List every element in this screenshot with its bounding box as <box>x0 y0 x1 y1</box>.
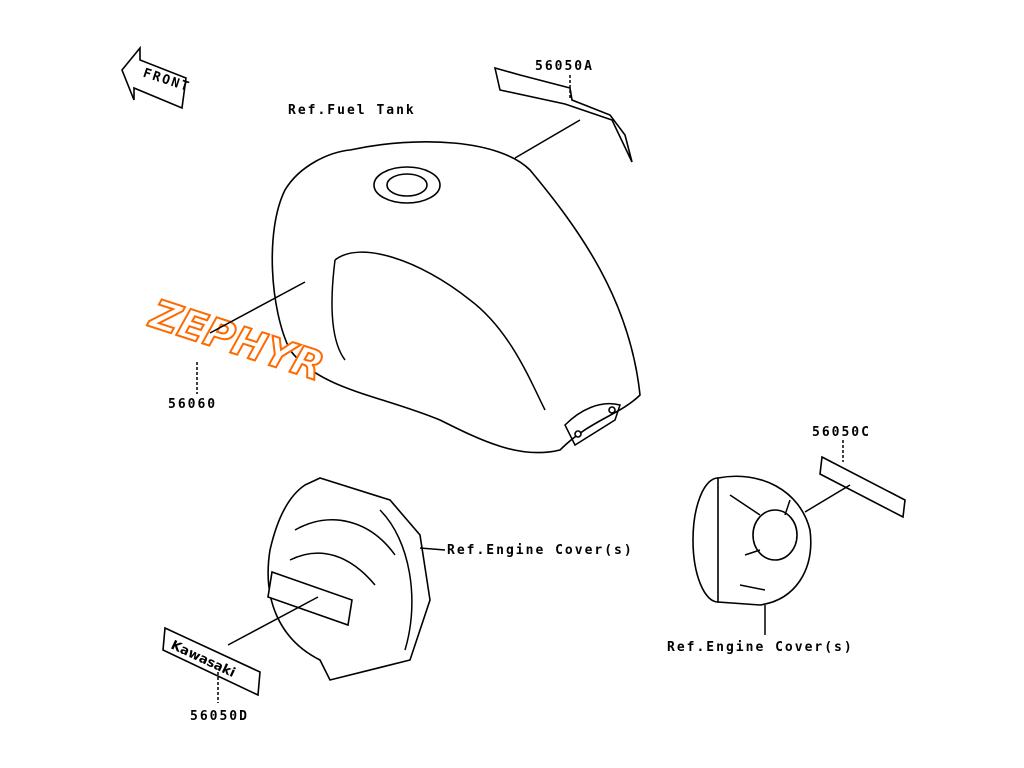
engine-cover-right: Ref.Engine Cover(s) <box>667 475 854 655</box>
fuel-tank: Ref.Fuel Tank <box>271 103 641 454</box>
label-engine-cover-right: Ref.Engine Cover(s) <box>667 640 854 655</box>
label-56050C: 56050C <box>812 425 871 440</box>
label-fuel-tank: Ref.Fuel Tank <box>288 103 416 118</box>
front-arrow-icon: FRONT <box>121 45 192 110</box>
label-engine-cover-left: Ref.Engine Cover(s) <box>447 543 634 558</box>
label-56050D: 56050D <box>190 709 249 724</box>
label-56050A: 56050A <box>535 59 594 74</box>
label-56060: 56060 <box>168 397 217 412</box>
decal-56050A: 56050A <box>493 59 633 163</box>
decal-56050C: 56050C <box>804 425 906 519</box>
engine-cover-left: Ref.Engine Cover(s) <box>267 477 634 681</box>
